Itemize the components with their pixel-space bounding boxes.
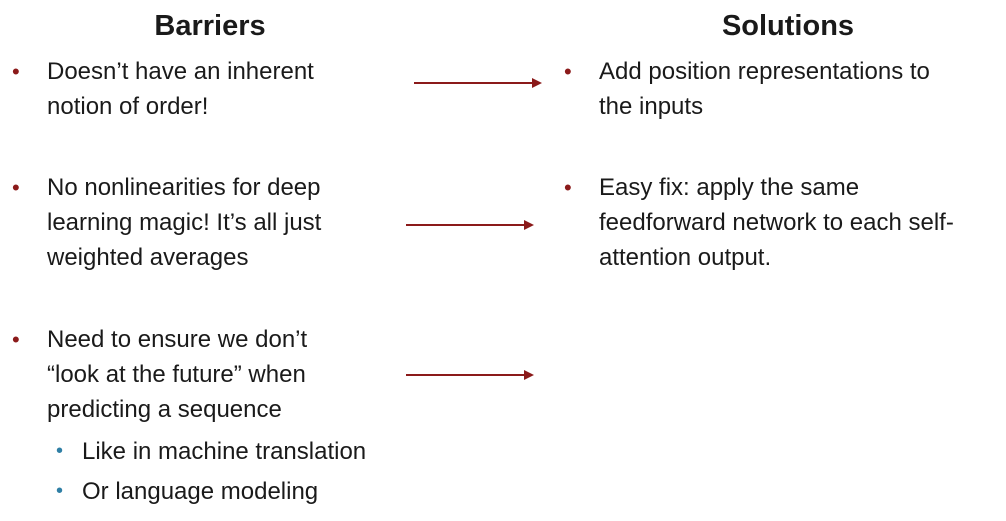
solution-item-1: • Add position representations to the in… — [564, 54, 994, 126]
barrier-item-2: • No nonlinearities for deep learning ma… — [12, 170, 392, 278]
barriers-heading: Barriers — [154, 10, 266, 42]
sub-item-text-1: Like in machine translation — [82, 438, 367, 465]
bullet-icon: • — [564, 175, 572, 200]
barrier-item-1: • Doesn’t have an inherent notion of ord… — [12, 54, 392, 126]
arrow-right-icon — [406, 370, 534, 380]
arrow-right-icon — [406, 220, 534, 230]
bullet-icon: • — [12, 59, 20, 84]
barrier-text-2: No nonlinearities for deep learning magi… — [47, 174, 322, 271]
sub-item-machine-translation: • Like in machine translation — [56, 434, 416, 469]
barrier-text-1: Doesn’t have an inherent notion of order… — [47, 58, 314, 120]
bullet-icon: • — [56, 440, 64, 462]
bullet-icon: • — [56, 480, 64, 502]
bullet-icon: • — [12, 327, 20, 352]
solution-item-2: • Easy fix: apply the same feedforward n… — [564, 170, 994, 278]
barrier-item-3: • Need to ensure we don’t “look at the f… — [12, 322, 392, 430]
sub-item-text-2: Or language modeling — [82, 478, 319, 505]
bullet-icon: • — [12, 175, 20, 200]
arrow-right-icon — [414, 78, 542, 88]
barrier-text-3: Need to ensure we don’t “look at the fut… — [47, 326, 308, 423]
bullet-icon: • — [564, 59, 572, 84]
solution-text-1: Add position representations to the inpu… — [599, 58, 930, 120]
solution-text-2: Easy fix: apply the same feedforward net… — [599, 174, 954, 271]
solutions-heading: Solutions — [721, 10, 855, 42]
sub-item-language-modeling: • Or language modeling — [56, 474, 416, 509]
